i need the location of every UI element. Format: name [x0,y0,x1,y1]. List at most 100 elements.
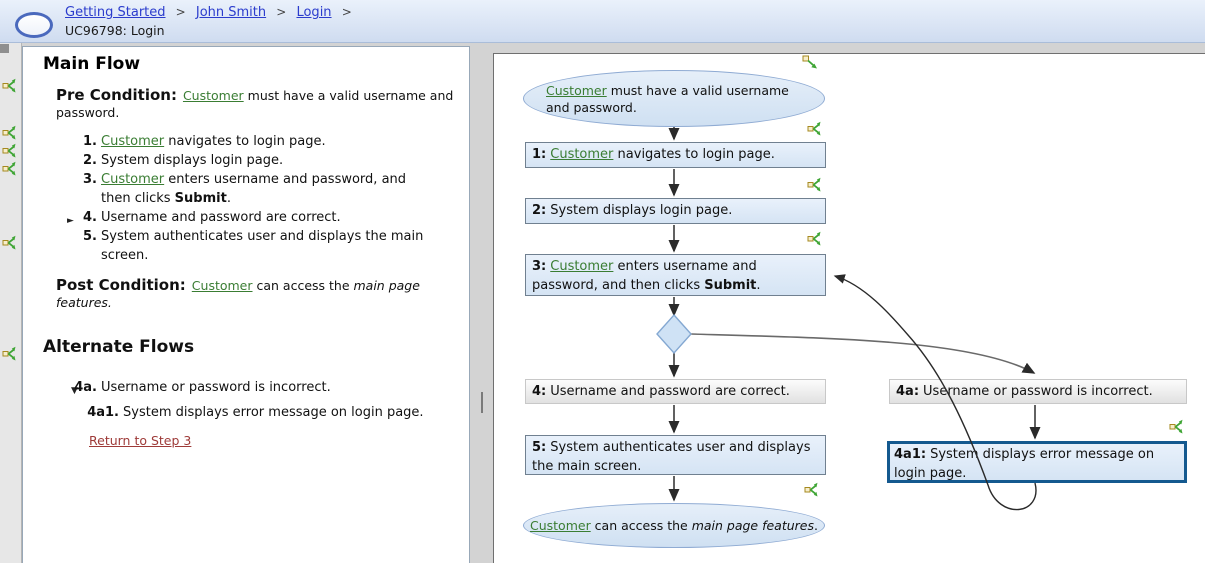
return-to-step-link[interactable]: Return to Step 3 [89,433,192,448]
node-text: System displays error message on login p… [894,447,1155,481]
step-number: 3. [83,172,97,187]
node-number: 4a1: [894,447,927,462]
step-text: enters username and password, and then c… [101,172,407,206]
breadcrumb-link-getting-started[interactable]: Getting Started [65,5,166,20]
step-node-4a1-selected[interactable]: 4a1:System displays error message on log… [887,441,1187,483]
actor-link-customer[interactable]: Customer [529,518,591,533]
ellipse-text: must have a valid username and password. [546,83,789,115]
fork-branch-icon[interactable] [2,125,19,144]
postcondition-ellipse-node[interactable]: Customer can access the main page featur… [523,503,825,548]
step-node-1[interactable]: 1:Customer navigates to login page. [525,142,826,168]
node-text: enters username and password, and then c… [532,259,757,293]
pre-condition-label: Pre Condition: [56,86,177,104]
corner-square [0,44,9,53]
flow-diagram-panel: Customer must have a valid username and … [493,53,1205,563]
node-text: Username and password are correct. [550,384,790,399]
breadcrumb-link-login[interactable]: Login [296,5,332,20]
pre-condition-text: must have a valid username and password. [56,88,454,120]
step-text: System displays login page. [101,153,284,168]
step-row-2[interactable]: 2. System displays login page. [43,151,435,170]
node-number: 1: [532,147,547,162]
alt-flow-row-4a[interactable]: ▼4a.Username or password is incorrect. [43,378,435,397]
node-number: 4: [532,384,547,399]
fork-branch-icon[interactable] [2,346,19,365]
node-text: Username or password is incorrect. [923,384,1153,399]
step-number: 5. [83,229,97,244]
node-number: 5: [532,440,547,455]
node-number: 2: [532,203,547,218]
post-condition-italic: main page features. [56,278,420,310]
step-text: navigates to login page. [164,134,326,149]
diagram-connectors [656,127,1041,511]
step-node-5[interactable]: 5:System authenticates user and displays… [525,435,826,475]
fork-branch-icon[interactable] [2,235,19,254]
breadcrumb-separator: > [175,5,186,19]
node-text-bold: Submit [704,278,757,293]
fork-branch-icon[interactable] [2,78,19,97]
breadcrumb: Getting Started > John Smith > Login > [65,5,358,20]
step-text-bold: Submit [174,191,227,206]
step-number: 4a. [74,380,97,395]
node-text: navigates to login page. [613,147,775,162]
actor-link-customer[interactable]: Customer [550,147,614,162]
post-condition-label: Post Condition: [56,276,186,294]
fork-branch-icon[interactable] [1169,419,1186,438]
fork-branch-icon[interactable] [807,231,824,250]
actor-link-customer[interactable]: Customer [550,259,614,274]
node-text: . [756,278,761,293]
node-number: 3: [532,259,547,274]
main-flow-heading: Main Flow [43,54,141,74]
fork-branch-icon[interactable] [2,143,19,162]
node-text: System displays login page. [550,203,733,218]
step-text: . [226,191,231,206]
ellipse-text: . [814,518,818,533]
step-node-3[interactable]: 3:Customer enters username and password,… [525,254,826,296]
jump-arrow-icon[interactable] [802,55,820,75]
collapsed-branch-marker[interactable]: ► [67,216,74,226]
fork-branch-icon[interactable] [804,482,821,501]
step-row-4[interactable]: ►4.Username and password are correct. [43,208,435,227]
step-text: System displays error message on login p… [123,405,424,420]
node-number: 4a: [896,384,920,399]
breadcrumb-link-john-smith[interactable]: John Smith [195,5,267,20]
decision-diamond[interactable] [656,313,692,355]
step-node-4[interactable]: 4:Username and password are correct. [525,379,826,404]
step-number: 4a1. [87,405,119,420]
step-node-4a[interactable]: 4a:Username or password is incorrect. [889,379,1187,404]
actor-link-customer[interactable]: Customer [191,278,253,293]
left-margin-strip [0,43,22,563]
fork-branch-icon[interactable] [807,177,824,196]
pre-condition[interactable]: Pre Condition: Customer must have a valid… [56,87,458,121]
panel-splitter-handle[interactable] [481,392,483,413]
post-condition[interactable]: Post Condition: Customer can access the m… [56,277,458,311]
header-bar: Getting Started > John Smith > Login > U… [0,0,1205,43]
fork-branch-icon[interactable] [2,161,19,180]
actor-link-customer[interactable]: Customer [546,83,607,98]
step-row-5[interactable]: 5. System authenticates user and displays… [43,227,435,265]
step-row-1[interactable]: 1. Customer navigates to login page. [43,132,435,151]
step-number: 1. [83,134,97,149]
actor-link-customer[interactable]: Customer [101,134,165,149]
actor-link-customer[interactable]: Customer [182,88,244,103]
precondition-ellipse-node[interactable]: Customer must have a valid username and … [523,70,825,127]
ellipse-text-italic: main page features [691,518,815,533]
breadcrumb-separator: > [341,5,352,19]
main-flow-steps: 1. Customer navigates to login page. 2. Sy… [43,132,453,265]
step-row-3[interactable]: 3. Customer enters username and password,… [43,170,435,208]
step-node-2[interactable]: 2:System displays login page. [525,198,826,224]
expanded-branch-marker[interactable]: ▼ [71,386,78,396]
ellipse-text: can access the [590,518,692,533]
step-text: System authenticates user and displays t… [101,229,424,263]
step-number: 4. [83,210,97,225]
fork-branch-icon[interactable] [807,121,824,140]
alternate-flows-heading: Alternate Flows [43,337,195,357]
use-case-title: UC96798: Login [65,23,165,38]
step-number: 2. [83,153,97,168]
node-text: System authenticates user and displays t… [532,440,811,474]
actor-link-customer[interactable]: Customer [101,172,165,187]
use-case-text-panel: Main Flow Pre Condition: Customer must ha… [22,46,470,563]
post-condition-text: can access the [252,278,354,293]
ellipse-logo [15,12,53,38]
alt-flow-row-4a1[interactable]: 4a1. System displays error message on log… [43,403,435,422]
